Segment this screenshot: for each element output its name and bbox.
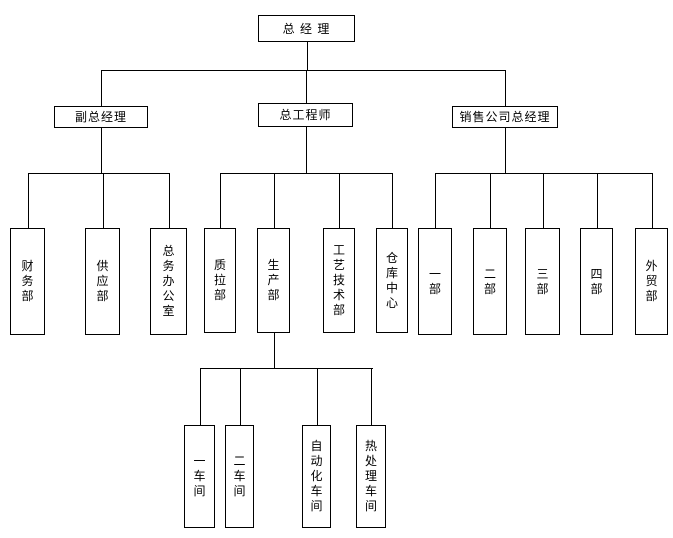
org-node-general-affairs-office: 总 务 办 公 室	[150, 228, 187, 335]
connector-line	[28, 173, 170, 174]
org-node-label-workshop-2: 二 车 间	[233, 454, 246, 498]
org-node-quality-dept: 质 拉 部	[204, 228, 236, 333]
org-node-label-sales-dept-1: 一 部	[428, 266, 441, 296]
org-node-sales-dept-2: 二 部	[473, 228, 507, 335]
connector-line	[101, 70, 506, 71]
connector-line	[220, 173, 393, 174]
connector-line	[307, 42, 308, 70]
connector-line	[339, 173, 340, 228]
connector-line	[505, 70, 506, 106]
connector-line	[306, 127, 307, 173]
connector-line	[490, 173, 491, 228]
connector-line	[435, 173, 653, 174]
connector-line	[240, 368, 241, 425]
org-node-label-sales-dept-4: 四 部	[590, 266, 603, 296]
org-node-label-supply-dept: 供 应 部	[96, 259, 109, 303]
org-node-label-sales-dept-2: 二 部	[483, 266, 496, 296]
org-node-process-tech-dept: 工 艺 技 术 部	[323, 228, 355, 333]
org-node-label-quality-dept: 质 拉 部	[213, 258, 226, 302]
org-node-general-manager: 总 经 理	[258, 15, 355, 42]
connector-line	[169, 173, 170, 228]
connector-line	[597, 173, 598, 228]
org-node-sales-dept-4: 四 部	[580, 228, 613, 335]
connector-line	[101, 128, 102, 173]
org-node-label-deputy-gm: 副总经理	[74, 110, 127, 124]
org-node-workshop-1: 一 车 间	[184, 425, 215, 528]
org-node-label-finance-dept: 财 务 部	[21, 259, 34, 303]
org-node-label-production-dept: 生 产 部	[267, 258, 280, 302]
org-node-heat-treatment-workshop: 热 处 理 车 间	[356, 425, 386, 528]
connector-line	[317, 368, 318, 425]
connector-line	[200, 368, 201, 425]
org-node-deputy-gm: 副总经理	[54, 106, 148, 128]
org-node-label-sales-company-gm: 销售公司总经理	[459, 110, 551, 124]
org-node-label-workshop-1: 一 车 间	[193, 454, 206, 498]
org-node-label-general-affairs-office: 总 务 办 公 室	[162, 244, 175, 318]
connector-line	[392, 173, 393, 228]
connector-line	[371, 368, 372, 425]
connector-line	[306, 70, 307, 103]
connector-line	[274, 173, 275, 228]
org-node-label-process-tech-dept: 工 艺 技 术 部	[332, 243, 345, 317]
org-node-label-warehouse-center: 仓 库 中 心	[385, 250, 398, 310]
connector-line	[652, 173, 653, 228]
connector-line	[200, 368, 373, 369]
org-node-label-heat-treatment-workshop: 热 处 理 车 间	[364, 439, 377, 513]
org-node-production-dept: 生 产 部	[257, 228, 290, 333]
connector-line	[435, 173, 436, 228]
org-node-label-foreign-trade-dept: 外 贸 部	[645, 259, 658, 303]
org-node-sales-company-gm: 销售公司总经理	[452, 106, 558, 128]
org-node-workshop-2: 二 车 间	[225, 425, 254, 528]
org-node-supply-dept: 供 应 部	[85, 228, 120, 335]
org-node-foreign-trade-dept: 外 贸 部	[635, 228, 668, 335]
org-node-label-sales-dept-3: 三 部	[536, 266, 549, 296]
org-node-finance-dept: 财 务 部	[10, 228, 45, 335]
connector-line	[220, 173, 221, 228]
connector-line	[28, 173, 29, 228]
connector-line	[505, 128, 506, 173]
connector-line	[543, 173, 544, 228]
connector-line	[101, 70, 102, 106]
org-node-label-chief-engineer: 总工程师	[279, 108, 332, 122]
org-node-sales-dept-1: 一 部	[418, 228, 452, 335]
org-node-label-general-manager: 总 经 理	[282, 21, 331, 36]
org-node-sales-dept-3: 三 部	[525, 228, 560, 335]
org-node-chief-engineer: 总工程师	[258, 103, 353, 127]
org-node-warehouse-center: 仓 库 中 心	[376, 228, 408, 333]
connector-line	[103, 173, 104, 228]
connector-line	[274, 333, 275, 368]
org-node-label-automation-workshop: 自 动 化 车 间	[310, 439, 323, 513]
org-node-automation-workshop: 自 动 化 车 间	[302, 425, 331, 528]
